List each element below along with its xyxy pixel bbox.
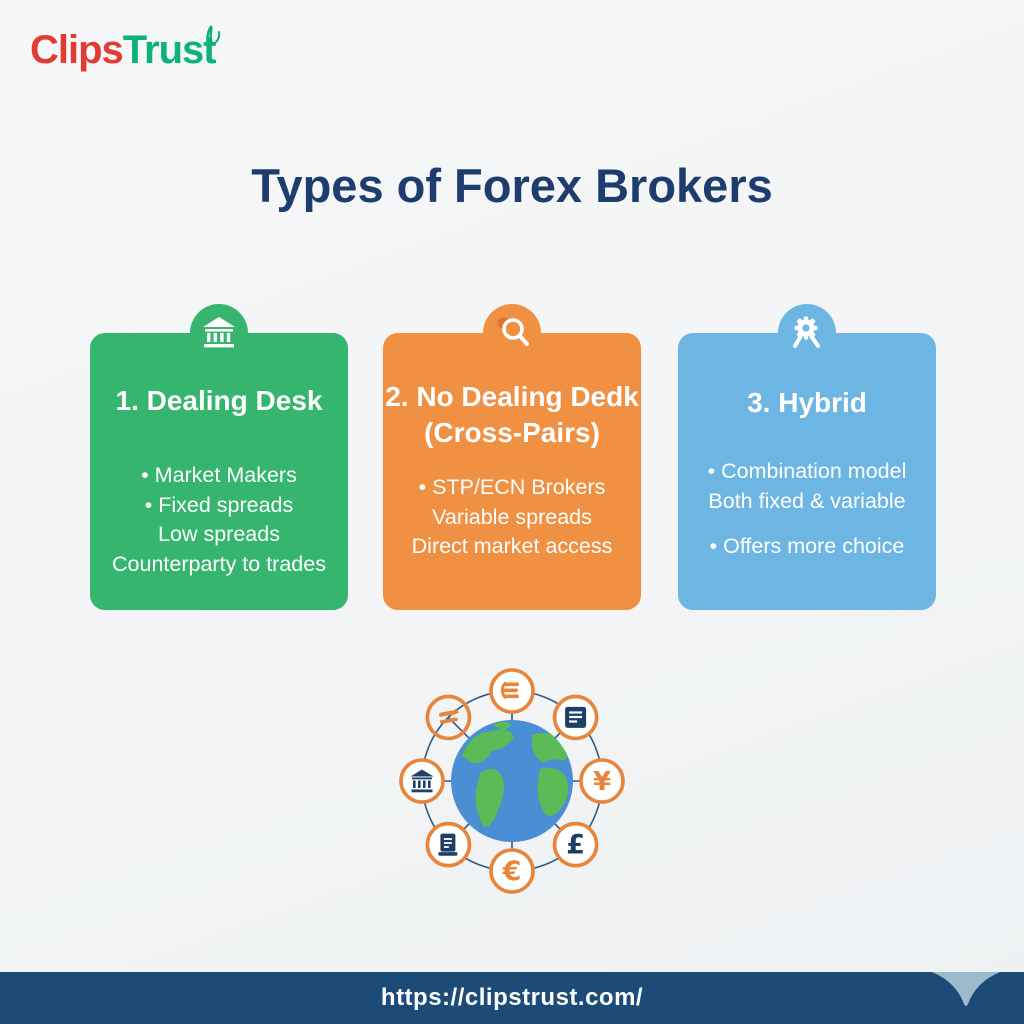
- bank-icon: [399, 758, 445, 804]
- card-hybrid: 3. Hybrid • Combination model Both fixed…: [678, 304, 936, 610]
- logo-text-red: Clips: [30, 28, 124, 72]
- footer-url: https://clipstrust.com/: [380, 984, 644, 1011]
- card-title: 2. No Dealing Dedk (Cross-Pairs): [385, 381, 639, 448]
- card-bullet-list: • Market Makers • Fixed spreads Low spre…: [90, 461, 348, 579]
- list-item: Variable spreads: [432, 504, 592, 529]
- banknote-icon: [425, 821, 472, 868]
- list-item: Low spreads: [158, 522, 280, 546]
- card-badge: [778, 304, 836, 362]
- euro-icon: €: [489, 848, 535, 894]
- footer-bar: https://clipstrust.com/: [0, 972, 1024, 1024]
- card-title: 3. Hybrid: [747, 387, 867, 418]
- card-badge: [190, 304, 248, 362]
- svg-text:¥: ¥: [593, 767, 611, 797]
- svg-text:€: €: [502, 856, 522, 887]
- globe-network-graphic: ¥ £ €: [392, 661, 632, 901]
- sprout-flourish-icon: [206, 25, 221, 48]
- exchange-icon: [425, 694, 472, 741]
- card-dealing-desk: 1. Dealing Desk • Market Makers • Fixed …: [90, 304, 348, 610]
- brand-logo: ClipsTrust: [30, 28, 217, 73]
- globe-icon: [451, 720, 573, 842]
- card-bullet-list: • Combination model Both fixed & variabl…: [678, 457, 936, 562]
- scroll-down-arrow-icon: [932, 972, 1000, 1006]
- list-item: Counterparty to trades: [112, 551, 326, 576]
- globe-nodes: ¥ £ €: [399, 668, 625, 894]
- list-item: • Combination model: [707, 459, 907, 483]
- list-item: • Market Makers: [141, 463, 297, 487]
- svg-text:£: £: [566, 830, 585, 861]
- list-item: • Fixed spreads: [144, 492, 294, 517]
- pound-icon: £: [552, 821, 599, 868]
- card-title: 1. Dealing Desk: [115, 385, 323, 416]
- magnifier-icon: [497, 317, 529, 346]
- list-item: • Offers more choice: [709, 534, 905, 558]
- card-no-dealing-desk: 2. No Dealing Dedk (Cross-Pairs) • STP/E…: [383, 304, 641, 610]
- bank-icon: [203, 317, 235, 348]
- yen-icon: ¥: [579, 758, 625, 804]
- list-item: Direct market access: [411, 534, 613, 558]
- card-bullet-list: • STP/ECN Brokers Variable spreads Direc…: [383, 473, 641, 562]
- document-icon: [552, 694, 599, 741]
- list-item: Both fixed & variable: [708, 488, 906, 513]
- list-item: • STP/ECN Brokers: [418, 475, 606, 499]
- coin-stack-icon: [489, 668, 535, 714]
- gear-magnifier-icon: [793, 316, 820, 348]
- logo-text-green: Trust: [122, 28, 217, 72]
- page-title: Types of Forex Brokers: [251, 159, 773, 212]
- card-badge: [483, 304, 541, 362]
